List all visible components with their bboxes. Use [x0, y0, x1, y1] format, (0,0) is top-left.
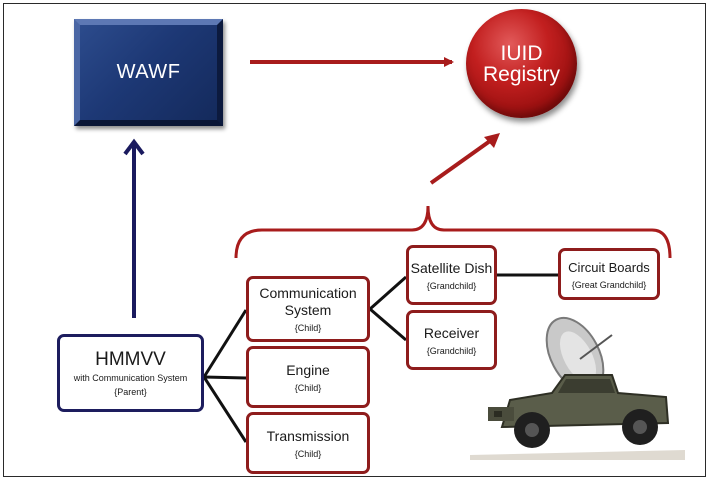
child-title: Engine — [286, 361, 330, 378]
grandchild-node-satellite-dish: Satellite Dish {Grandchild} — [406, 245, 497, 305]
wawf-node: WAWF — [74, 19, 223, 126]
child-title: Transmission — [266, 427, 350, 444]
iuid-registry-node: IUID Registry — [466, 9, 577, 118]
components-bracket — [234, 205, 672, 259]
iuid-label-line1: IUID — [500, 41, 543, 65]
diagram-frame — [3, 3, 706, 477]
wawf-label: WAWF — [116, 61, 181, 83]
bracket-to-iuid-arrowhead — [484, 133, 500, 148]
child-title-line2: System — [284, 302, 332, 318]
child-title-line1: Communication — [259, 285, 357, 301]
humvee-with-satellite-dish-icon — [470, 316, 685, 460]
child-role: {Child} — [294, 323, 322, 333]
parent-subtitle: with Communication System — [73, 373, 188, 383]
child-role: {Child} — [294, 448, 322, 459]
parent-role: {Parent} — [114, 387, 147, 397]
parent-node-hmmvv: HMMVV with Communication System {Parent} — [57, 334, 204, 412]
child-node-transmission: Transmission {Child} — [246, 412, 370, 474]
parent-to-wawf-arrowhead — [123, 138, 145, 156]
grandchild-node-receiver: Receiver {Grandchild} — [406, 310, 497, 370]
tree-connectors — [202, 273, 558, 443]
child-node-engine: Engine {Child} — [246, 346, 370, 408]
grandchild-title: Receiver — [423, 324, 480, 341]
grandchild-role: {Grandchild} — [426, 345, 477, 356]
iuid-label-line2: Registry — [482, 62, 561, 86]
great-grandchild-title: Circuit Boards — [568, 259, 650, 275]
grandchild-title: Satellite Dish — [410, 259, 493, 276]
satellite-dish-icon — [545, 316, 613, 398]
great-grandchild-node-circuit-boards: Circuit Boards {Great Grandchild} — [558, 248, 660, 300]
child-role: {Child} — [294, 382, 322, 393]
grandchild-role: {Grandchild} — [426, 280, 477, 291]
bracket-to-iuid-arrow — [429, 134, 499, 185]
parent-title: HMMVV — [95, 349, 166, 370]
child-node-communication-system: Communication System {Child} — [246, 276, 370, 342]
great-grandchild-role: {Great Grandchild} — [571, 279, 647, 290]
